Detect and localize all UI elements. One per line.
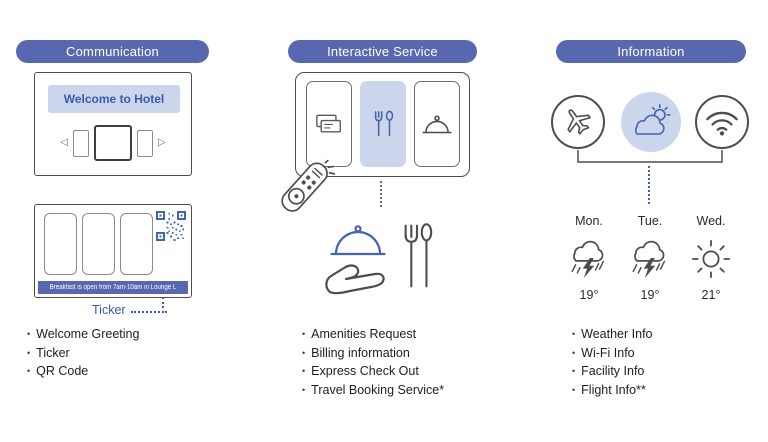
- service-menu-screen: [295, 72, 470, 177]
- plane-icon: [567, 109, 591, 135]
- forecast-monday: Mon. 19°: [558, 214, 620, 302]
- list-item: QR Code: [27, 363, 139, 382]
- billing-cards-icon: [316, 114, 341, 133]
- channel-carousel: ◁ ▷: [39, 117, 187, 169]
- ticker-text: Breakfast is open from 7am-10am in Loung…: [49, 284, 177, 291]
- ticker-callout-line: [162, 297, 164, 308]
- forecast-temp: 19°: [640, 288, 660, 302]
- wifi-icon: [706, 111, 738, 136]
- interactive-service-feature-list: Amenities Request Billing information Ex…: [302, 326, 444, 400]
- tv-tile: [120, 213, 153, 275]
- forecast-day: Mon.: [575, 214, 603, 228]
- forecast-tuesday: Tue. 19°: [619, 214, 681, 302]
- weather-icon: [634, 104, 671, 135]
- weather-circle-selected: [621, 92, 681, 152]
- list-item: Wi-Fi Info: [572, 345, 653, 364]
- ticker-callout: Ticker: [92, 303, 167, 317]
- service-tile-dining-selected: [360, 81, 406, 167]
- tv-screen-welcome: Welcome to Hotel ◁ ▷: [34, 72, 192, 176]
- interactive-service-header-label: Interactive Service: [327, 44, 438, 59]
- service-connector-line: [380, 181, 382, 207]
- interactive-service-header: Interactive Service: [288, 40, 477, 63]
- carousel-item-selected: [94, 125, 132, 161]
- list-item: Ticker: [27, 345, 139, 364]
- welcome-banner: Welcome to Hotel: [48, 85, 180, 113]
- carousel-item: [73, 129, 89, 157]
- forecast-day: Wed.: [696, 214, 726, 228]
- tv-tile: [44, 213, 77, 275]
- forecast-wednesday: Wed. 21°: [680, 214, 742, 302]
- remote-svg: [281, 159, 336, 212]
- list-item: Flight Info**: [572, 382, 653, 401]
- service-tile-billing: [306, 81, 352, 167]
- arrow-right-icon: ▷: [158, 137, 166, 148]
- sun-icon: [691, 239, 731, 279]
- flight-circle: [551, 95, 605, 149]
- communication-header: Communication: [16, 40, 209, 63]
- ticker-label: Ticker: [92, 303, 126, 317]
- fork-spoon-icon: [374, 110, 394, 137]
- communication-header-label: Communication: [66, 44, 159, 59]
- forecast-temp: 19°: [579, 288, 599, 302]
- arrow-left-icon: ◁: [60, 137, 68, 148]
- list-item: Travel Booking Service*: [302, 382, 444, 401]
- grouping-bracket: [577, 150, 723, 163]
- storm-icon: [571, 240, 605, 279]
- tv-screen-ticker: Breakfast is open from 7am-10am in Loung…: [34, 204, 192, 298]
- information-header: Information: [556, 40, 746, 63]
- forecast-day: Tue.: [637, 214, 663, 228]
- storm-icon: [632, 240, 666, 279]
- information-feature-list: Weather Info Wi-Fi Info Facility Info Fl…: [572, 326, 653, 401]
- tv-tile: [82, 213, 115, 275]
- list-item: Express Check Out: [302, 363, 444, 382]
- cloche-icon: [422, 115, 452, 133]
- carousel-item: [137, 129, 153, 157]
- list-item: Amenities Request: [302, 326, 444, 345]
- service-tile-room-service: [414, 81, 460, 167]
- information-header-label: Information: [617, 44, 685, 59]
- list-item: Billing information: [302, 345, 444, 364]
- remote-control-icon: [271, 151, 343, 226]
- list-item: Welcome Greeting: [27, 326, 139, 345]
- weather-connector-line: [648, 166, 650, 204]
- list-item: Weather Info: [572, 326, 652, 345]
- communication-feature-list: Welcome Greeting Ticker QR Code: [27, 326, 139, 382]
- forecast-temp: 21°: [701, 288, 721, 302]
- wifi-circle: [695, 95, 749, 149]
- fork-spoon-large-icon: [404, 223, 433, 288]
- ticker-dots-line: [130, 310, 167, 313]
- qr-code-icon: [156, 211, 186, 241]
- list-item: Facility Info: [572, 363, 653, 382]
- ticker-banner: Breakfast is open from 7am-10am in Loung…: [38, 281, 188, 294]
- serving-hand-cloche-icon: [325, 225, 386, 295]
